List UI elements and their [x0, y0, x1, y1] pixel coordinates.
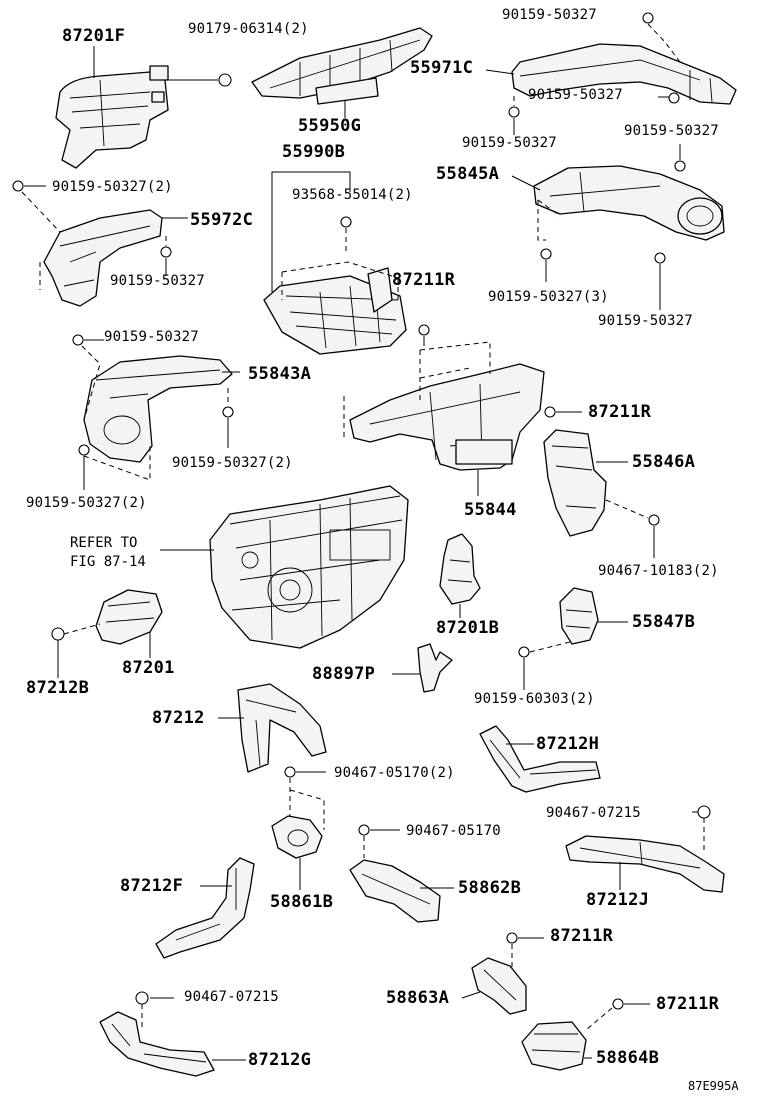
callout-87211r-b: 87211R: [588, 402, 652, 422]
callout-55844: 55844: [464, 500, 517, 520]
callout-90159-50327-e: 90159-50327(2): [52, 179, 173, 195]
callout-90159-50327-a: 90159-50327: [502, 7, 597, 23]
callout-90159-50327-h: 90159-50327: [598, 313, 693, 329]
callout-90159-60303: 90159-60303(2): [474, 691, 595, 707]
callout-90159-50327-g: 90159-50327(3): [488, 289, 609, 305]
part-87201f-drawing: [55, 65, 169, 169]
part-55846a-drawing: [543, 429, 607, 537]
callout-87201: 87201: [122, 658, 175, 678]
callout-90159-50327-f: 90159-50327: [110, 273, 205, 289]
callout-87212: 87212: [152, 708, 205, 728]
callout-55845a: 55845A: [436, 164, 500, 184]
callout-58861b: 58861B: [270, 892, 334, 912]
part-55843a-drawing: [83, 355, 233, 463]
callout-55846a: 55846A: [632, 452, 696, 472]
callout-87201b: 87201B: [436, 618, 500, 638]
callout-55972c: 55972C: [190, 210, 254, 230]
callout-90467-05170-b: 90467-05170: [406, 823, 501, 839]
refer-to-note: REFER TO FIG 87-14: [70, 534, 146, 572]
callout-87211r-c: 87211R: [550, 926, 614, 946]
callout-90467-07215-a: 90467-07215: [546, 805, 641, 821]
callout-90159-50327-i: 90159-50327: [104, 329, 199, 345]
part-87201b-drawing: [439, 533, 481, 605]
part-55972c-drawing: [43, 209, 163, 307]
callout-58863a: 58863A: [386, 988, 450, 1008]
part-55990b-drawing: [263, 267, 407, 355]
callout-55843a: 55843A: [248, 364, 312, 384]
part-58863a-drawing: [471, 957, 527, 1015]
callout-87212b: 87212B: [26, 678, 90, 698]
callout-90467-07215-b: 90467-07215: [184, 989, 279, 1005]
callout-55950g: 55950G: [298, 116, 362, 136]
part-87212g-drawing: [99, 1011, 215, 1077]
part-55844-drawing: [349, 363, 545, 471]
callout-87211r-d: 87211R: [656, 994, 720, 1014]
refer-to-note-line2: FIG 87-14: [70, 554, 146, 570]
callout-87212f: 87212F: [120, 876, 184, 896]
callout-55847b: 55847B: [632, 612, 696, 632]
callout-87212g: 87212G: [248, 1050, 312, 1070]
callout-58862b: 58862B: [458, 878, 522, 898]
callout-55990b: 55990B: [282, 142, 346, 162]
callout-58864b: 58864B: [596, 1048, 660, 1068]
callout-87211r-a: 87211R: [392, 270, 456, 290]
callout-87212j: 87212J: [586, 890, 650, 910]
callout-93568-55014: 93568-55014(2): [292, 187, 413, 203]
part-58864b-drawing: [521, 1021, 587, 1071]
callout-55971c: 55971C: [410, 58, 474, 78]
callout-90159-50327-d: 90159-50327: [624, 123, 719, 139]
callout-90159-50327-j: 90159-50327(2): [172, 455, 293, 471]
part-55971c-drawing: [511, 43, 737, 105]
part-55950g-drawing: [251, 27, 433, 105]
part-87212h-drawing: [479, 725, 601, 793]
part-58861b-drawing: [271, 815, 323, 859]
hvac-unit-drawing: [209, 485, 409, 649]
callout-90159-50327-c: 90159-50327: [462, 135, 557, 151]
callout-90179-06314: 90179-06314(2): [188, 21, 309, 37]
callout-87201f: 87201F: [62, 26, 126, 46]
part-58862b-drawing: [349, 859, 441, 923]
part-87212f-drawing: [155, 857, 255, 959]
part-88897p-drawing: [417, 643, 453, 693]
part-87201-drawing: [95, 589, 163, 645]
callout-90159-50327-k: 90159-50327(2): [26, 495, 147, 511]
part-87212j-drawing: [565, 835, 725, 893]
part-87212-drawing: [237, 683, 327, 773]
part-55845a-drawing: [533, 165, 725, 241]
callout-90467-05170-a: 90467-05170(2): [334, 765, 455, 781]
callout-90159-50327-b: 90159-50327: [528, 87, 623, 103]
callout-88897p: 88897P: [312, 664, 376, 684]
part-55847b-drawing: [559, 587, 599, 645]
callout-90467-10183: 90467-10183(2): [598, 563, 719, 579]
refer-to-note-line1: REFER TO: [70, 535, 138, 551]
callout-87212h: 87212H: [536, 734, 600, 754]
figure-code: 87E995A: [688, 1079, 739, 1093]
